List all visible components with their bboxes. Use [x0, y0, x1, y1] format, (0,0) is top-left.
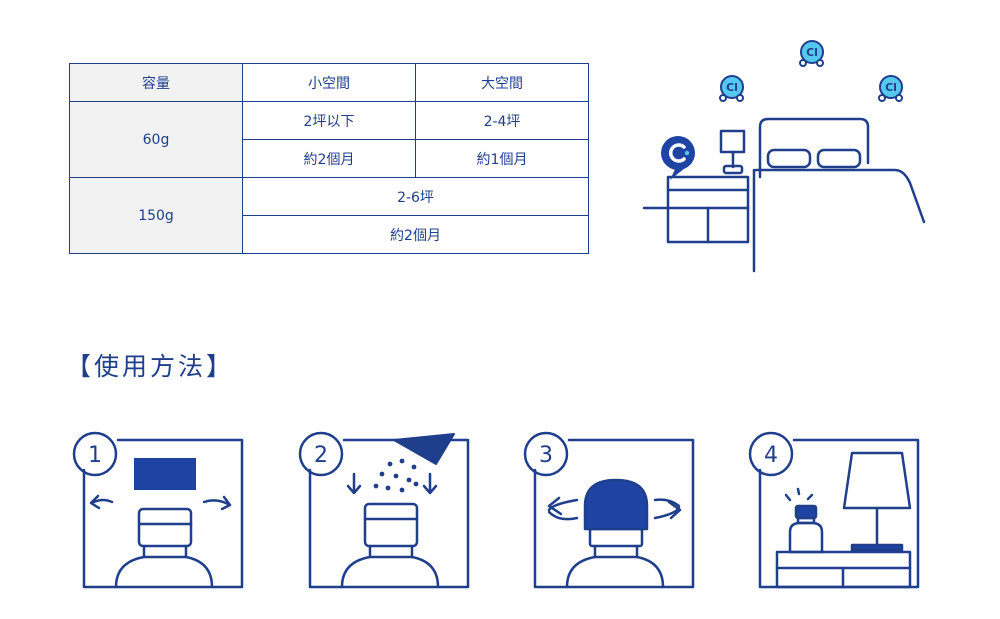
duration-cell-150g: 約2個月 [242, 215, 589, 254]
rotate-arrow-right-icon [202, 499, 230, 506]
cl-molecule-icon: Cl [719, 75, 744, 102]
bed-icon [752, 117, 926, 273]
small-duration-cell: 約2個月 [242, 139, 416, 178]
fresh-lines-icon [784, 487, 814, 502]
svg-text:3: 3 [539, 443, 553, 468]
bottle-body-icon [114, 555, 214, 589]
cabinet-icon [775, 550, 912, 589]
bottle-neck-icon [588, 527, 644, 548]
large-area-cell: 2-4坪 [415, 101, 589, 140]
usage-title: 【使用方法】 [66, 352, 235, 381]
svg-text:1: 1 [88, 443, 102, 468]
particles-icon [373, 458, 419, 493]
step-number-badge [523, 431, 569, 477]
svg-text:Cl: Cl [806, 46, 818, 59]
table-header-row: 容量 小空間 大空間 [69, 63, 589, 102]
step-number-badge [72, 431, 118, 477]
bottle-body-icon [565, 555, 665, 589]
step-number-badge [298, 431, 344, 477]
step-2-illustration: 2 [298, 431, 470, 589]
down-arrow-icon [422, 472, 438, 495]
rotate-arrow-left-icon [92, 498, 114, 504]
bottle-neck-icon [363, 502, 419, 548]
svg-text:4: 4 [764, 443, 778, 468]
area-cell-150g: 2-6坪 [242, 177, 589, 216]
svg-text:Cl: Cl [885, 81, 897, 94]
svg-text:2: 2 [314, 443, 328, 468]
table-row: 約2個月 約1個月 [70, 139, 589, 178]
product-bubble-icon [661, 136, 695, 180]
header-capacity: 容量 [69, 63, 243, 102]
table-lamp-icon [719, 129, 746, 175]
dome-cap-icon [583, 478, 649, 531]
table-row: 60g 2坪以下 2-4坪 [69, 101, 589, 178]
capacity-cell-60g: 60g [69, 101, 243, 178]
cap-icon [134, 458, 196, 490]
product-bottle-icon [788, 504, 824, 554]
header-small-space: 小空間 [242, 63, 416, 102]
table-row: 150g 2-6坪 [69, 177, 589, 254]
nightstand-icon [666, 175, 750, 244]
capacity-cell-150g: 150g [69, 177, 243, 254]
step-1-illustration: 1 [72, 431, 244, 589]
step-number-badge [748, 431, 794, 477]
cl-molecule-icon: Cl [799, 40, 824, 67]
down-arrow-icon [346, 472, 362, 495]
floor-lamp-icon [842, 451, 912, 552]
bedroom-illustration: Cl Cl Cl [642, 40, 926, 273]
bottle-neck-icon [137, 507, 193, 548]
step-3-illustration: 3 [523, 431, 695, 589]
spec-table: 容量 小空間 大空間 60g 2坪以下 2-4坪 約2個月 約1個月 150g … [69, 63, 589, 254]
cl-molecule-icon: Cl [878, 75, 903, 102]
header-large-space: 大空間 [415, 63, 589, 102]
seal-sheet-icon [393, 433, 455, 465]
step-4-illustration: 4 [748, 431, 920, 589]
large-duration-cell: 約1個月 [415, 139, 589, 178]
rotate-arrow-left-icon [547, 498, 579, 512]
table-row: 約2個月 [70, 215, 589, 254]
bottle-body-icon [340, 555, 440, 589]
svg-text:Cl: Cl [726, 81, 738, 94]
small-area-cell: 2坪以下 [242, 101, 416, 140]
